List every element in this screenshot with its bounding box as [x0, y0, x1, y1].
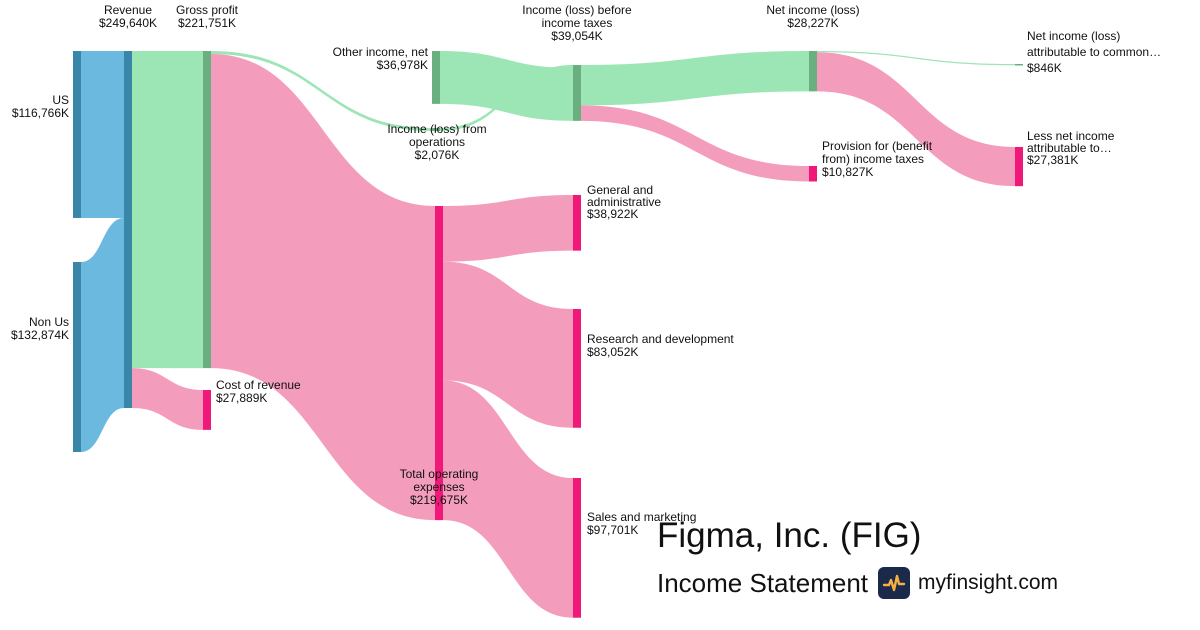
label-common-name-line: attributable to common…	[1027, 45, 1161, 59]
value-ga: $38,922K	[587, 207, 638, 221]
link-topex-ga	[443, 195, 573, 262]
sankey-labels: US$116,766K Non Us$132,874K Revenue$249,64…	[11, 3, 1161, 537]
label-revenue: Revenue$249,640K	[99, 3, 157, 30]
label-ga-name-line: administrative	[587, 195, 661, 209]
label-gross-name-line: Gross profit	[176, 3, 239, 17]
node-lessnci	[1015, 147, 1023, 187]
node-topex	[435, 206, 443, 521]
node-netinc	[809, 51, 817, 92]
node-nonus	[73, 262, 81, 453]
label-tax-name-line: from) income taxes	[822, 152, 924, 166]
link-nonus-revenue	[81, 217, 124, 453]
label-gross: Gross profit$221,751K	[176, 3, 239, 30]
label-rd: Research and development$83,052K	[587, 332, 734, 359]
value-netinc: $28,227K	[787, 16, 838, 30]
label-ga-name-line: General and	[587, 183, 653, 197]
label-nonus: Non Us$132,874K	[11, 315, 69, 342]
node-sm	[573, 478, 581, 618]
value-rd: $83,052K	[587, 345, 638, 359]
label-netinc: Net income (loss)$28,227K	[766, 3, 859, 30]
link-topex-rd	[443, 261, 573, 428]
node-pretax	[573, 65, 581, 121]
label-topex-name-line: expenses	[413, 480, 464, 494]
value-tax: $10,827K	[822, 165, 873, 179]
node-gross	[203, 51, 211, 369]
label-lessnci-name-line: Less net income	[1027, 129, 1115, 143]
label-cor: Cost of revenue$27,889K	[216, 378, 301, 405]
label-sm-name-line: Sales and marketing	[587, 510, 696, 524]
link-us-revenue	[81, 51, 124, 218]
label-common-name-line: Net income (loss)	[1027, 29, 1120, 43]
value-pretax: $39,054K	[551, 29, 602, 43]
link-gross-topex	[211, 53, 435, 521]
chart-subtitle-row: Income Statement myfinsight.com	[657, 566, 1058, 600]
node-us	[73, 51, 81, 218]
link-pretax-tax	[581, 105, 809, 182]
value-other: $36,978K	[377, 58, 428, 72]
node-common	[1015, 64, 1023, 66]
label-sm: Sales and marketing$97,701K	[587, 510, 696, 537]
link-pretax-netinc	[581, 51, 809, 106]
label-cor-name-line: Cost of revenue	[216, 378, 301, 392]
label-rd-name-line: Research and development	[587, 332, 734, 346]
label-nonus-name-line: Non Us	[29, 315, 69, 329]
node-other	[432, 51, 440, 104]
label-ops-name-line: operations	[409, 135, 465, 149]
node-rd	[573, 309, 581, 428]
pulse-logo-icon	[878, 567, 910, 599]
value-topex: $219,675K	[410, 493, 468, 507]
label-pretax-name-line: Income (loss) before	[522, 3, 632, 17]
label-revenue-name-line: Revenue	[104, 3, 152, 17]
brand-name: myfinsight.com	[918, 571, 1059, 594]
value-ops: $2,076K	[415, 148, 460, 162]
link-netinc-lessnci	[817, 52, 1015, 187]
value-sm: $97,701K	[587, 523, 638, 537]
link-revenue-cor	[132, 368, 203, 430]
value-lessnci: $27,381K	[1027, 153, 1078, 167]
value-revenue: $249,640K	[99, 16, 157, 30]
label-tax-name-line: Provision for (benefit	[822, 139, 933, 153]
node-ops	[432, 128, 440, 131]
link-topex-sm	[443, 380, 573, 618]
value-common: $846K	[1027, 61, 1062, 75]
label-other-name-line: Other income, net	[333, 45, 429, 59]
value-us: $116,766K	[12, 106, 69, 120]
node-cor	[203, 390, 211, 430]
label-pretax-name-line: income taxes	[542, 16, 613, 30]
link-netinc-common	[817, 51, 1015, 66]
label-other: Other income, net$36,978K	[333, 45, 429, 72]
chart-title: Figma, Inc. (FIG)	[657, 516, 922, 555]
node-revenue	[124, 51, 132, 408]
label-us: US$116,766K	[12, 93, 69, 120]
label-common: Net income (loss) attributable to common……	[1027, 29, 1161, 75]
label-topex-name-line: Total operating	[400, 467, 479, 481]
node-ga	[573, 195, 581, 251]
label-ops-name-line: Income (loss) from	[387, 122, 486, 136]
label-lessnci-name-line: attributable to…	[1027, 141, 1112, 155]
sankey-links	[81, 51, 1015, 618]
link-other-pretax	[440, 51, 573, 121]
chart-subtitle: Income Statement	[657, 567, 868, 598]
label-netinc-name-line: Net income (loss)	[766, 3, 859, 17]
link-gross-ops	[211, 51, 432, 131]
value-nonus: $132,874K	[11, 328, 69, 342]
label-us-name-line: US	[52, 93, 69, 107]
node-tax	[809, 166, 817, 182]
value-cor: $27,889K	[216, 391, 267, 405]
sankey-nodes	[73, 51, 1023, 618]
link-revenue-gross	[132, 51, 203, 369]
value-gross: $221,751K	[178, 16, 236, 30]
